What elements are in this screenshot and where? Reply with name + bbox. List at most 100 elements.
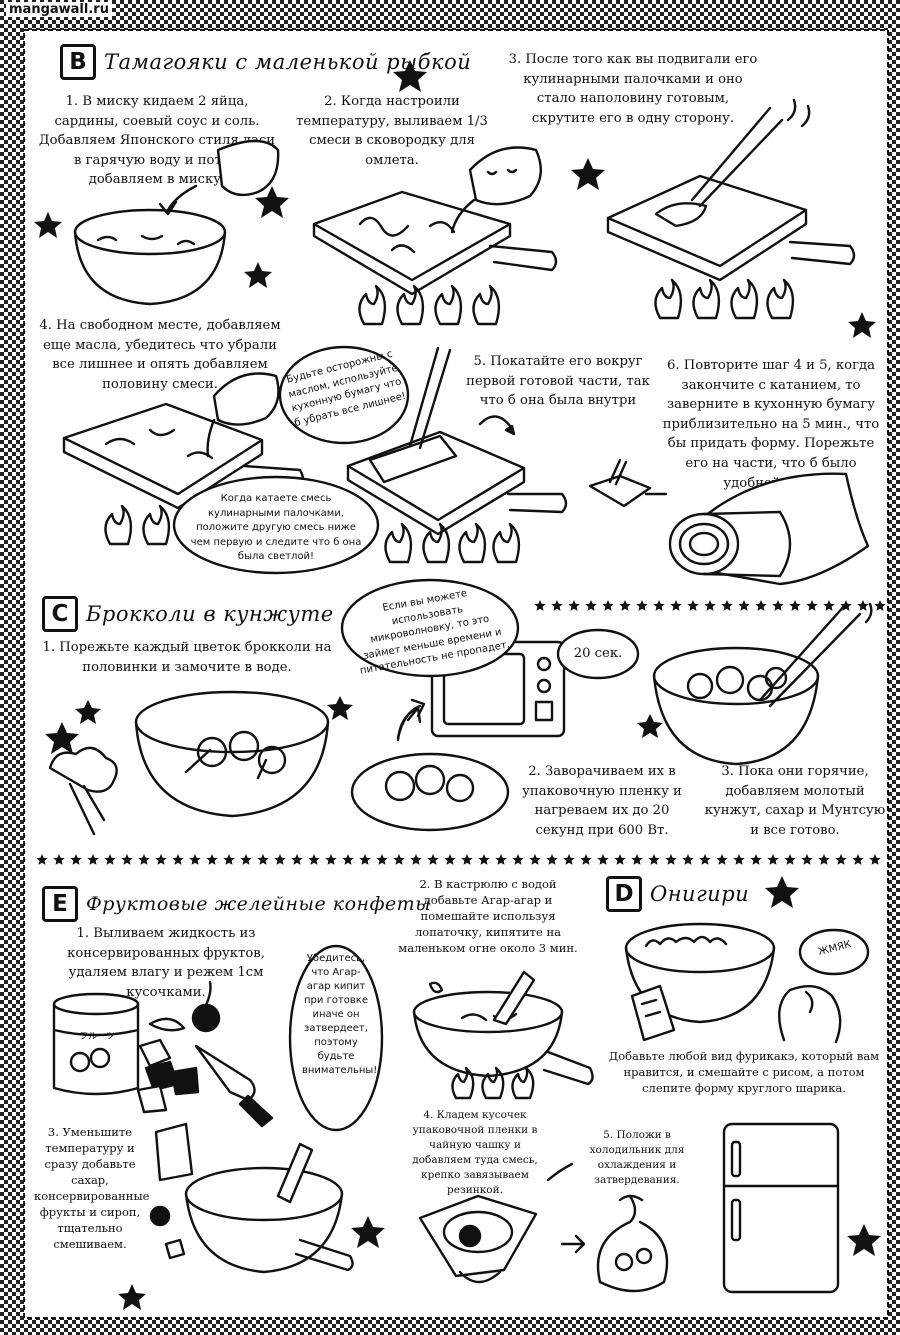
hands-icon (778, 984, 842, 1044)
pan-pour-icon (62, 372, 305, 510)
e-note-agar: Убедитесь, что Агар-агар кипит при готов… (302, 953, 378, 1076)
divider-star (534, 600, 546, 611)
divider-star (801, 854, 813, 865)
divider-star (636, 600, 648, 611)
b-step-6: 6. Повторите шаг 4 и 5, когда закончите … (662, 358, 880, 491)
e-step-2: 2. В кастрюлю с водой добавьте Агар-агар… (398, 877, 578, 955)
section-d-heading: Онигири (650, 882, 750, 906)
divider-star (653, 600, 665, 611)
divider-star (619, 600, 631, 611)
divider-star (687, 600, 699, 611)
fruit-cubes-icon (136, 1017, 200, 1114)
pot-icon (412, 970, 594, 1086)
stirring-bowl-icon (149, 1122, 354, 1274)
divider-star (121, 854, 133, 865)
divider-star (869, 854, 881, 865)
divider-star (670, 600, 682, 611)
e-can-label: フルーツ (79, 1032, 115, 1042)
cherry-icon (191, 980, 221, 1033)
c-step-2: 2. Заворачиваем их в упаковочную пленку … (522, 764, 682, 838)
section-c-heading: Брокколи в кунжуте (86, 602, 334, 626)
watermark: mangawall.ru (6, 2, 112, 17)
knife-icon (194, 1044, 274, 1128)
b-step-3: 3. После того как вы подвигали его кулин… (508, 52, 758, 126)
divider-star (857, 600, 869, 611)
divider-star (852, 854, 864, 865)
fruit-can-icon (52, 992, 140, 1096)
divider-star (755, 600, 767, 611)
divider-star (376, 854, 388, 865)
c-timer: 20 сек. (573, 646, 623, 661)
divider-star (789, 600, 801, 611)
divider-star (172, 854, 184, 865)
section-b-letter: B (60, 44, 96, 80)
section-e-heading: Фруктовые желейные конфеты (86, 893, 432, 915)
divider-star (274, 854, 286, 865)
c-step-3: 3. Пока они горячие, добавляем молотый к… (704, 764, 886, 838)
divider-star (585, 600, 597, 611)
section-e-title: E Фруктовые желейные конфеты (42, 886, 431, 922)
section-e-letter: E (42, 886, 78, 922)
divider-star (325, 854, 337, 865)
speech-bubble (172, 345, 870, 1132)
divider-star (597, 854, 609, 865)
mixing-bowl-icon (73, 139, 280, 306)
divider-star (738, 600, 750, 611)
divider-star (512, 854, 524, 865)
wrapped-cup-icon (418, 1162, 574, 1284)
b-note-roll: Когда катаете смесь кулинарными палочкам… (190, 493, 362, 562)
divider-star (104, 854, 116, 865)
star-icon (34, 60, 881, 1310)
divider-star (36, 854, 48, 865)
divider-star (342, 854, 354, 865)
divider-star (53, 854, 65, 865)
furikake-packet-icon (630, 984, 676, 1042)
divider-star (580, 854, 592, 865)
divider-star (823, 600, 835, 611)
c-step-1: 1. Порежьте каждый цветок брокколи на по… (42, 640, 332, 675)
divider-star (87, 854, 99, 865)
divider-star (359, 854, 371, 865)
divider-star (444, 854, 456, 865)
divider-star (665, 854, 677, 865)
divider-star (551, 600, 563, 611)
fridge-icon (722, 1122, 840, 1294)
flame-icon (384, 522, 521, 564)
flame-icon (654, 278, 795, 320)
divider-star (733, 854, 745, 865)
divider-star (767, 854, 779, 865)
divider-star (478, 854, 490, 865)
divider-star (840, 600, 852, 611)
divider-star (563, 854, 575, 865)
e-step-5: 5. Положи в холодильник для охлаждения и… (589, 1129, 685, 1186)
divider-star (461, 854, 473, 865)
divider-star (138, 854, 150, 865)
rolled-omelette-icon (588, 458, 870, 586)
divider-star (784, 854, 796, 865)
divider-star (291, 854, 303, 865)
flame-icon (104, 504, 171, 546)
wrapped-jelly-icon (596, 1194, 669, 1293)
divider-star (716, 854, 728, 865)
flame-icon (358, 284, 501, 326)
divider-star (772, 600, 784, 611)
divider-star (806, 600, 818, 611)
b-step-4: 4. На свободном месте, добавляем еще мас… (39, 318, 281, 392)
divider-star (223, 854, 235, 865)
section-d-letter: D (606, 876, 642, 912)
broccoli-bowl-icon (48, 690, 330, 836)
divider-star (682, 854, 694, 865)
omelette-pan-icon (312, 146, 558, 296)
e-step-3: 3. Уменьшите температуру и сразу добавьт… (34, 1125, 150, 1251)
divider-star (699, 854, 711, 865)
b-step-5: 5. Покатайте его вокруг первой готовой ч… (466, 354, 650, 409)
divider-star (568, 600, 580, 611)
divider-star (155, 854, 167, 865)
divider-star (631, 854, 643, 865)
arrow-icon (560, 1234, 586, 1254)
divider-star (602, 600, 614, 611)
e-step-4: 4. Кладем кусочек упаковочной пленки в ч… (412, 1109, 538, 1196)
divider-star (189, 854, 201, 865)
